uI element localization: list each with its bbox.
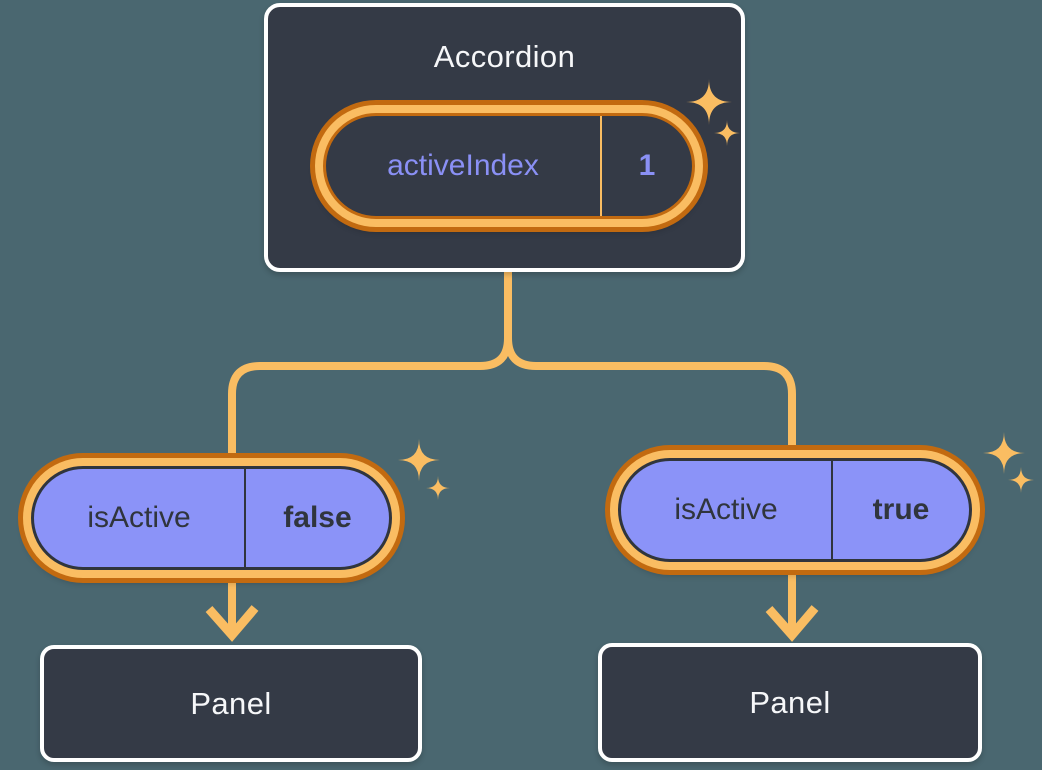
sparkle-icon <box>1008 467 1034 493</box>
state-pill-value: 1 <box>638 149 656 182</box>
sparkle-icon <box>983 432 1025 474</box>
prop-pill-left: isActive false <box>23 458 400 578</box>
panel-title: Panel <box>190 685 272 721</box>
prop-pill-label: isActive <box>674 493 778 526</box>
sparkle-icon <box>398 439 440 481</box>
arrow-down-icon <box>765 572 819 642</box>
pill-divider <box>831 461 833 559</box>
prop-pill-value: false <box>283 501 352 534</box>
prop-pill-right: isActive true <box>610 450 980 570</box>
panel-title: Panel <box>749 684 831 720</box>
prop-pill-body: isActive false <box>31 466 392 570</box>
accordion-title: Accordion <box>433 39 576 74</box>
prop-pill-body: isActive true <box>618 458 972 562</box>
panel-box-right: Panel <box>598 643 982 762</box>
connector-right-branch <box>504 270 796 452</box>
sparkle-icon <box>426 476 450 500</box>
prop-pill-label: isActive <box>87 501 191 534</box>
prop-pill-value: true <box>872 493 930 526</box>
panel-box-left: Panel <box>40 645 422 762</box>
state-pill-body: activeIndex 1 <box>323 113 695 219</box>
state-pill-label: activeIndex <box>387 149 539 182</box>
state-pill: activeIndex 1 <box>315 105 703 227</box>
connector-left-branch <box>228 270 512 460</box>
arrow-down-icon <box>205 580 259 642</box>
pill-divider <box>600 116 602 216</box>
pill-divider <box>244 469 246 567</box>
